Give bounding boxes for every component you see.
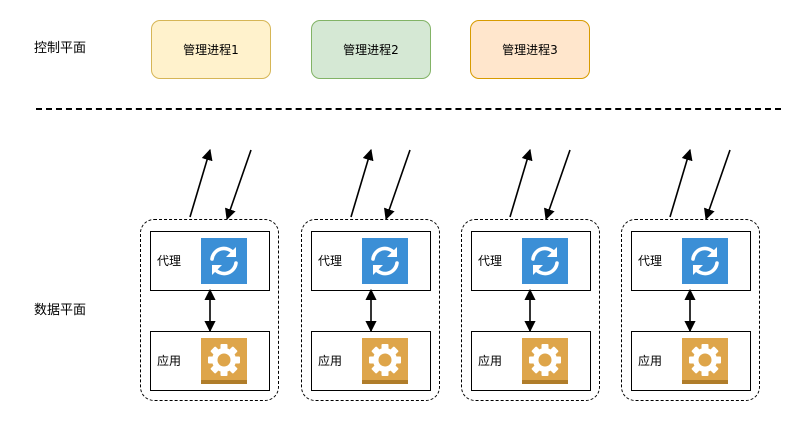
management-process-3-label: 管理进程3: [502, 43, 558, 57]
sync-icon: [522, 238, 568, 284]
gear-icon: [362, 338, 408, 384]
app-label: 应用: [157, 354, 182, 368]
app-label: 应用: [318, 354, 343, 368]
proxy-label: 代理: [318, 254, 343, 268]
sidecar-group-2: 代理 应用: [301, 219, 440, 401]
management-process-3[interactable]: 管理进程3: [470, 20, 590, 79]
sync-icon: [362, 238, 408, 284]
gear-icon: [682, 338, 728, 384]
sync-icon: [682, 238, 728, 284]
proxy-box[interactable]: 代理: [631, 231, 751, 291]
app-box[interactable]: 应用: [471, 331, 591, 391]
plane-divider: [36, 108, 781, 110]
management-process-1-label: 管理进程1: [183, 43, 239, 57]
gear-icon: [201, 338, 247, 384]
sidecar-group-3: 代理 应用: [461, 219, 600, 401]
sidecar-group-1: 代理 应用: [140, 219, 279, 401]
app-label: 应用: [638, 354, 663, 368]
data-plane-label: 数据平面: [34, 303, 87, 318]
management-process-2-label: 管理进程2: [343, 43, 399, 57]
sidecar-group-4: 代理 应用: [621, 219, 760, 401]
proxy-box[interactable]: 代理: [471, 231, 591, 291]
proxy-label: 代理: [157, 254, 182, 268]
management-process-2[interactable]: 管理进程2: [311, 20, 431, 79]
proxy-label: 代理: [638, 254, 663, 268]
app-box[interactable]: 应用: [631, 331, 751, 391]
proxy-box[interactable]: 代理: [311, 231, 431, 291]
app-box[interactable]: 应用: [150, 331, 270, 391]
app-label: 应用: [478, 354, 503, 368]
sync-icon: [201, 238, 247, 284]
control-plane-label: 控制平面: [34, 41, 87, 56]
management-process-1[interactable]: 管理进程1: [151, 20, 271, 79]
proxy-label: 代理: [478, 254, 503, 268]
proxy-box[interactable]: 代理: [150, 231, 270, 291]
gear-icon: [522, 338, 568, 384]
app-box[interactable]: 应用: [311, 331, 431, 391]
